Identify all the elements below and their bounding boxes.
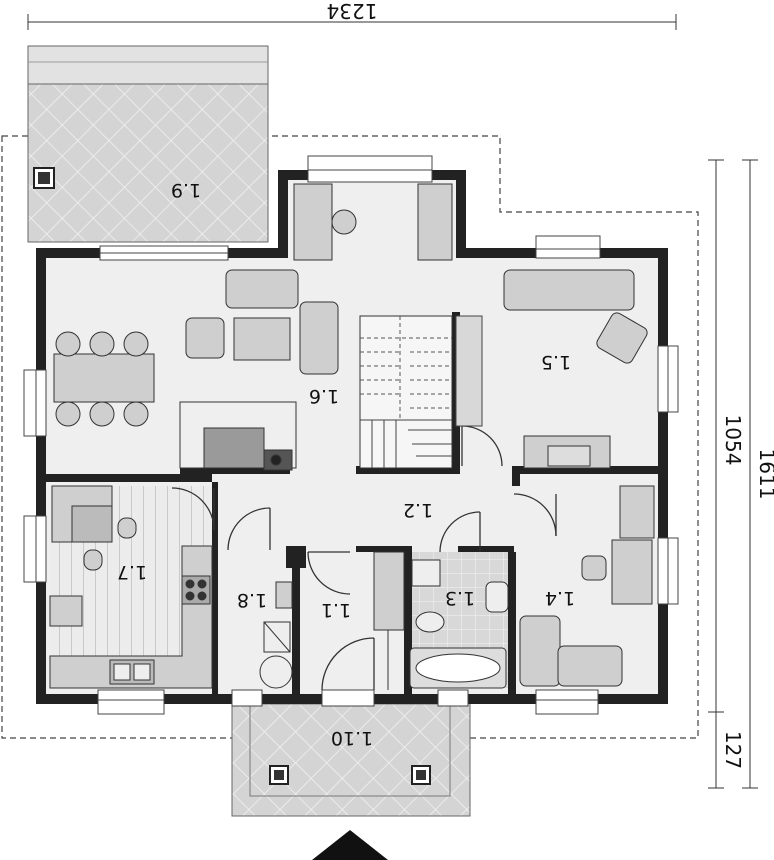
- staircase: [359, 315, 483, 469]
- entrance-door: [321, 689, 375, 707]
- dim-right-bottom: 127: [721, 731, 745, 769]
- windows: [23, 155, 679, 715]
- room-label-1-8: 1.8: [237, 589, 267, 611]
- dim-right-outer: 1611: [755, 449, 774, 500]
- room-label-1-10: 1.10: [331, 727, 373, 749]
- room-label-1-4: 1.4: [545, 587, 575, 609]
- room-label-1-9: 1.9: [171, 179, 201, 201]
- roof-outline: [1, 135, 699, 739]
- terrace-1-9: [27, 45, 269, 243]
- dim-top: 1234: [327, 0, 378, 23]
- room-label-1-7: 1.7: [117, 561, 147, 583]
- room-label-1-6: 1.6: [309, 385, 339, 407]
- room-label-1-3: 1.3: [445, 587, 475, 609]
- dimension-lines: [27, 14, 758, 789]
- room-label-1-2: 1.2: [403, 499, 433, 521]
- furniture: [49, 183, 655, 690]
- room-label-1-5: 1.5: [541, 351, 571, 373]
- dim-right-inner: 1054: [721, 415, 745, 466]
- door-swings: [171, 425, 557, 691]
- north-arrow-icon: [312, 830, 388, 860]
- entrance-terrace-1-10: [231, 697, 471, 817]
- room-label-1-1: 1.1: [321, 599, 351, 621]
